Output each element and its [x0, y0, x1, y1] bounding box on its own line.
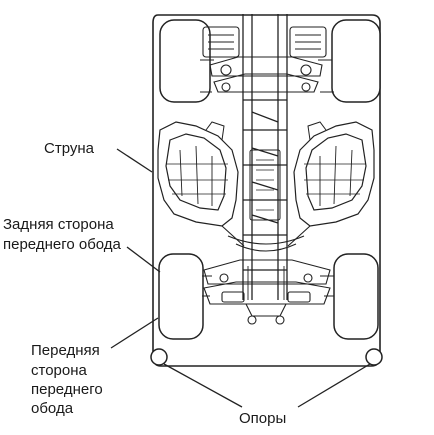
leader-front-side	[110, 317, 159, 349]
rear-assembly	[200, 26, 334, 93]
label-front-side-line-4: обода	[31, 400, 74, 417]
supports	[150, 348, 383, 366]
wheel-rear-right	[331, 19, 381, 103]
string-outline	[152, 14, 381, 367]
leader-lines	[110, 148, 371, 408]
label-rear-side-line-1: Задняя сторона	[3, 216, 114, 233]
label-supports: Опоры	[239, 410, 287, 427]
label-front-side-line-1: Передняя	[31, 342, 100, 359]
right-body-panel	[293, 121, 375, 227]
wheel-front-right	[333, 253, 379, 340]
frame	[242, 14, 288, 300]
label-front-side-line-3: переднего	[31, 381, 103, 398]
wheel-front-left	[158, 253, 204, 340]
leader-string	[116, 148, 153, 173]
leader-support-left	[163, 363, 243, 408]
left-body-panel	[157, 121, 239, 227]
support-left	[150, 348, 168, 366]
leader-rear-side	[126, 246, 161, 273]
front-assembly	[202, 259, 334, 325]
leader-support-right	[297, 363, 371, 408]
wheels	[158, 19, 381, 340]
wheel-rear-left	[159, 19, 211, 103]
label-rear-side-line-2: переднего обода	[3, 236, 121, 253]
support-right	[365, 348, 383, 366]
label-string: Струна	[44, 140, 95, 157]
label-front-side-line-2: сторона	[31, 362, 87, 379]
cross-braces	[221, 225, 311, 252]
